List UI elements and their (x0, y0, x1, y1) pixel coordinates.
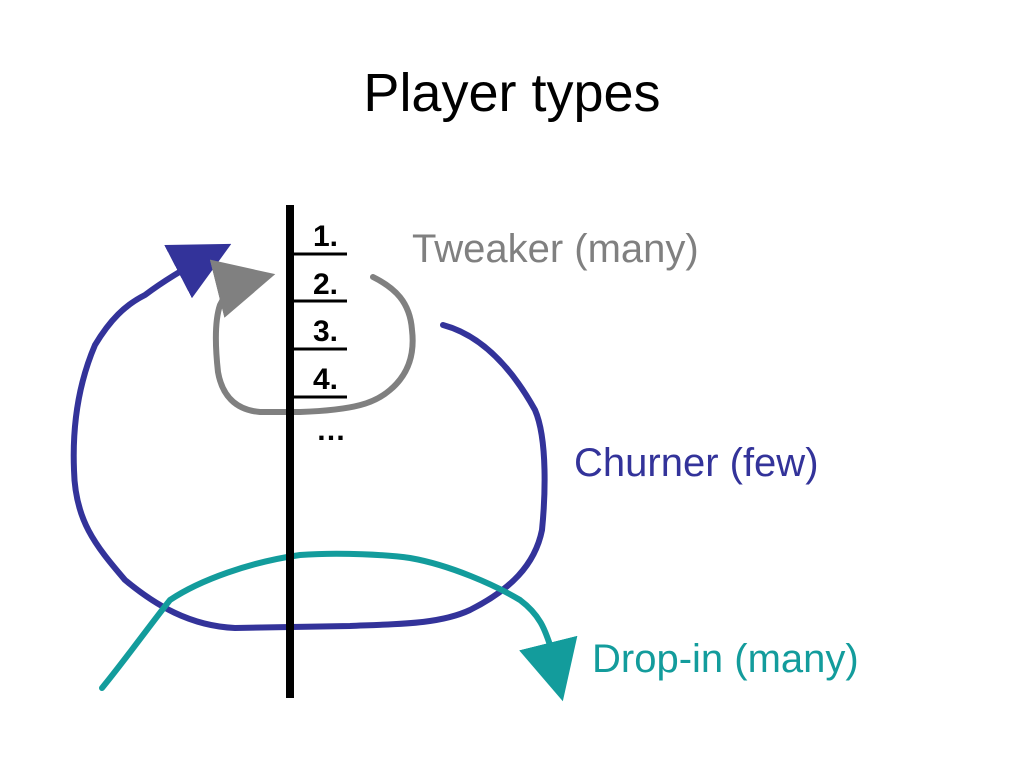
tweaker-label: Tweaker (many) (412, 227, 699, 271)
rank-3-label: 3. (313, 315, 338, 348)
rank-1-label: 1. (313, 220, 338, 253)
churner-path (70, 243, 548, 631)
rank-4-label: 4. (313, 363, 338, 396)
drop-in-label: Drop-in (many) (592, 637, 859, 681)
churner-label: Churner (few) (574, 441, 819, 485)
rank-2-label: 2. (313, 268, 338, 301)
rank-more-ellipsis: … (316, 414, 346, 447)
tweaker-path (209, 259, 416, 415)
drop-in-path (99, 550, 578, 702)
slide-title: Player types (363, 63, 661, 123)
